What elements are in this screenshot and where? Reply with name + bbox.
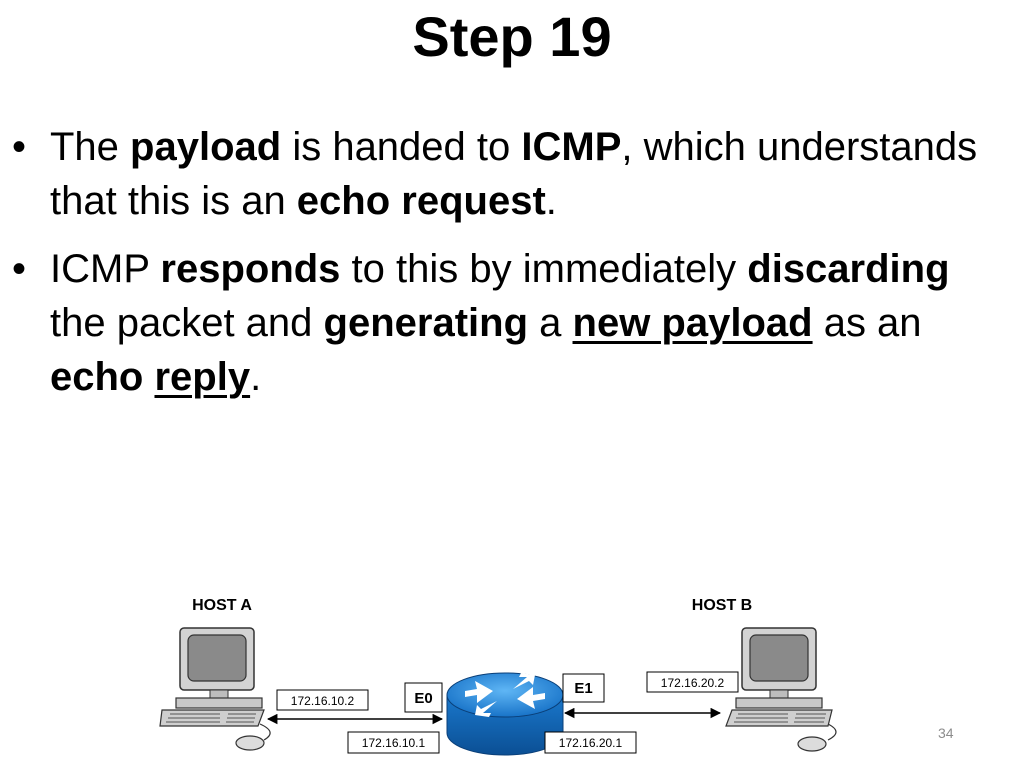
bullet-emphasis: discarding	[747, 247, 950, 291]
router-e0-ip-box: 172.16.10.1	[347, 731, 440, 754]
bullet-emphasis: echo request	[296, 179, 546, 223]
bullet-emphasis: payload	[130, 125, 282, 169]
router-icon	[446, 672, 564, 756]
router-e0-box: E0	[404, 682, 443, 713]
bullet-item: • ICMP responds to this by immediately di…	[12, 242, 1002, 404]
bullet-item: • The payload is handed to ICMP, which un…	[12, 120, 1002, 228]
router-e1-box: E1	[562, 673, 605, 703]
host-b-ip-box: 172.16.20.2	[646, 671, 739, 693]
bullet-list: •The payload is handed to ICMP, which un…	[12, 120, 1002, 418]
slide-title: Step 19	[412, 5, 612, 68]
bullet-text: the packet and	[50, 301, 324, 345]
bullet-text: a	[528, 301, 573, 345]
host-a-ip: 172.16.10.2	[291, 694, 355, 708]
router-e0-label: E0	[414, 690, 432, 707]
host-a-label: HOST A	[192, 597, 252, 614]
router-e0-ip: 172.16.10.1	[362, 736, 426, 750]
host-a-computer-icon	[159, 627, 271, 751]
bullet-text: , which understands that this is an	[50, 125, 978, 223]
bullet-dot-icon: •	[12, 247, 27, 291]
router-e1-ip-box: 172.16.20.1	[544, 731, 637, 754]
host-b-computer-icon	[725, 627, 837, 752]
host-b-label: HOST B	[692, 597, 752, 614]
bullet-emphasis: generating	[323, 301, 529, 345]
bullet-dot-icon: •	[12, 125, 27, 169]
bullet-text: ICMP	[50, 247, 161, 291]
router-e1-ip: 172.16.20.1	[559, 736, 623, 750]
bullet-text	[143, 355, 154, 399]
bullet-text: as an	[812, 301, 922, 345]
bullet-text: .	[250, 355, 262, 399]
bullet-emphasis: ICMP	[521, 125, 622, 169]
bullet-emphasis: responds	[160, 247, 341, 291]
host-a-ip-box: 172.16.10.2	[276, 689, 369, 711]
bullet-text: is handed to	[281, 125, 522, 169]
network-diagram: HOST A HOST B	[159, 597, 837, 756]
bullet-text: .	[545, 179, 557, 223]
host-b-ip: 172.16.20.2	[661, 676, 725, 690]
bullet-emphasis: echo	[50, 355, 144, 399]
bullet-text: The	[50, 125, 131, 169]
router-e1-label: E1	[574, 680, 592, 697]
page-number: 34	[938, 725, 954, 741]
bullet-emphasis: reply	[154, 355, 251, 399]
bullet-text: to this by immediately	[340, 247, 748, 291]
bullet-emphasis: new payload	[572, 301, 813, 345]
